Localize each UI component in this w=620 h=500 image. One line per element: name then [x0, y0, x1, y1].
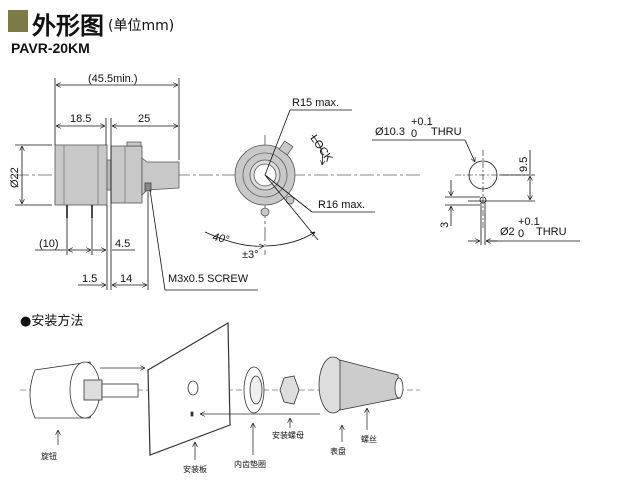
r15-label: R15 max. [292, 97, 339, 109]
panel-cutout: Ø10.3 +0.1 0 THRU 9.5 3 Ø2 +0.1 0 THRU [372, 116, 580, 245]
dim-overall: (45.5min.) [88, 73, 138, 85]
label-plate: 安装板 [183, 464, 207, 474]
label-nut: 安装螺母 [272, 430, 304, 440]
hole-small-thru: THRU [536, 226, 567, 238]
hole-big-tol-zero: 0 [411, 128, 417, 140]
mounting-illustration: 旋钮 安装板 内齿垫圈 安装螺母 表盘 螺丝 [20, 321, 420, 474]
screw-callout: M3x0.5 SCREW [168, 273, 249, 285]
hole-small-diameter: Ø2 [500, 226, 515, 238]
dim-body-length: 18.5 [70, 113, 91, 125]
hole-big-diameter: Ø10.3 [375, 126, 405, 138]
dim-bush: 14 [120, 273, 132, 285]
dim-offset: 3 [439, 222, 451, 228]
dim-gap: 4.5 [115, 238, 130, 250]
dim-pin: (10) [39, 238, 59, 250]
model-name: PAVR-20KM [11, 40, 90, 56]
unit-label: (单位mm) [108, 18, 175, 34]
label-dial: 表盘 [330, 446, 346, 456]
title-marker [8, 10, 28, 32]
hole-big-tol-plus: +0.1 [411, 116, 433, 128]
hole-small-tol-zero: 0 [518, 228, 524, 240]
hole-big-thru: THRU [431, 126, 462, 138]
label-screw: 螺丝 [361, 434, 377, 444]
dim-flange: 1.5 [82, 273, 97, 285]
page-title: 外形图 [32, 12, 104, 40]
angle-label: 40° [211, 231, 230, 246]
dim-diameter: Ø22 [9, 167, 21, 188]
label-knob: 旋钮 [41, 451, 57, 461]
label-washer: 内齿垫圈 [234, 459, 266, 469]
dim-spacing: 9.5 [518, 157, 530, 172]
front-view: R15 max. R16 max. LOCK 40° ±3° [204, 97, 375, 261]
r16-label: R16 max. [318, 199, 365, 211]
dim-shaft-length: 25 [138, 113, 150, 125]
angle-tol: ±3° [242, 249, 259, 261]
lock-label: LOCK [308, 133, 335, 165]
side-view: (45.5min.) 18.5 25 Ø22 (10) 4.5 1.5 14 M… [9, 73, 420, 291]
hole-small-tol-plus: +0.1 [518, 216, 540, 228]
mounting-title: ●安装方法 [20, 314, 84, 329]
